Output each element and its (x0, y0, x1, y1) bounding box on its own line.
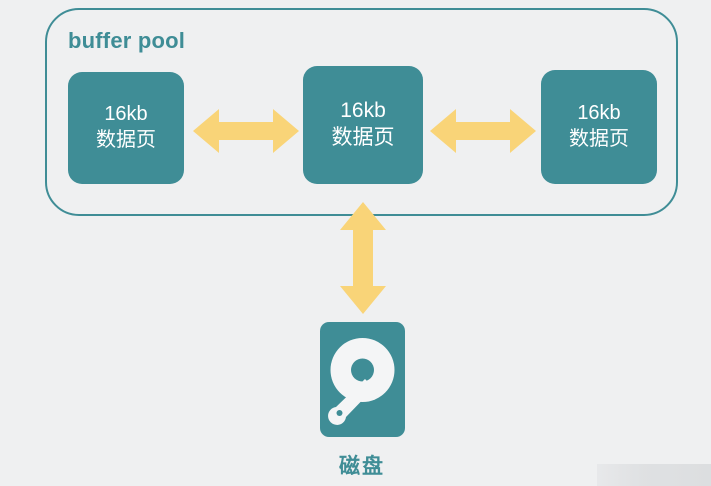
data-page-size-2: 16kb (340, 99, 386, 123)
double-arrow-horizontal-icon-1 (193, 108, 299, 154)
data-page-size-1: 16kb (104, 103, 148, 126)
disk-label: 磁盘 (339, 455, 385, 478)
data-page-size-3: 16kb (577, 102, 621, 125)
double-arrow-horizontal-icon-2 (430, 108, 536, 154)
data-page-label-2: 数据页 (331, 126, 395, 149)
data-page-label-1: 数据页 (96, 129, 156, 151)
data-page-box-1: 16kb 数据页 (68, 72, 184, 184)
hard-disk-icon (320, 322, 405, 437)
data-page-box-2: 16kb 数据页 (303, 66, 423, 184)
watermark-strip (597, 464, 711, 486)
double-arrow-vertical-icon (339, 202, 387, 314)
data-page-box-3: 16kb 数据页 (541, 70, 657, 184)
data-page-label-3: 数据页 (569, 128, 629, 150)
buffer-pool-title: buffer pool (68, 28, 186, 53)
